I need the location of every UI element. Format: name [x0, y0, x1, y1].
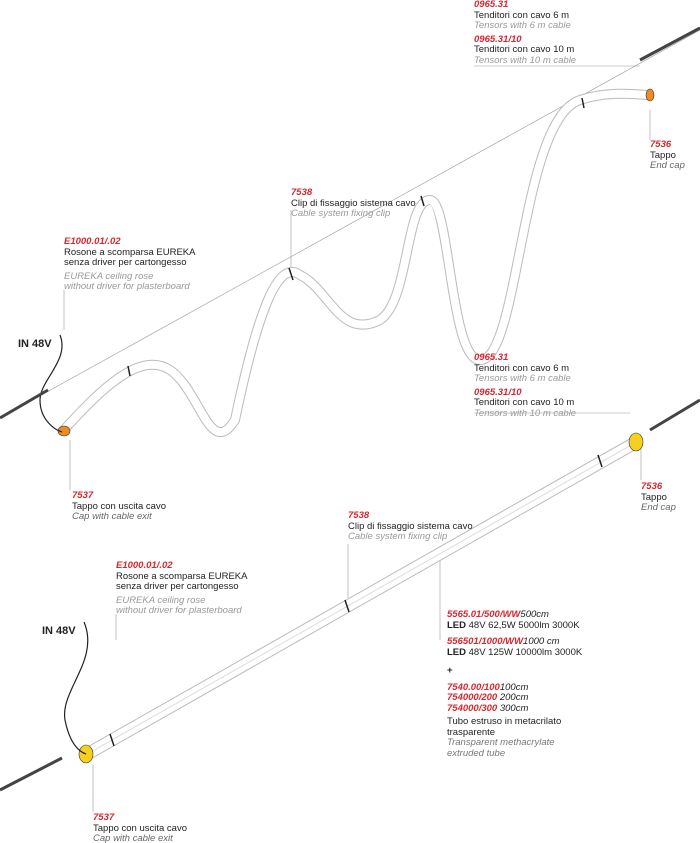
tube-desc-en: extruded tube: [447, 747, 506, 759]
tube-desc-en: Transparent methacrylate: [447, 737, 555, 748]
tube-option: 754000/200 200cm: [447, 692, 529, 703]
input-label-bottom: IN 48V: [42, 625, 76, 637]
tube-option: 754000/300 300cm: [447, 702, 529, 714]
tensor-left: [0, 756, 63, 792]
led-spec: LED 48V 62,5W 5000lm 3000K: [447, 619, 580, 631]
input-label-top: IN 48V: [18, 338, 52, 350]
tube-desc: trasparente: [447, 726, 496, 738]
tensor-right: [639, 26, 700, 62]
top-tube: [0, 26, 700, 438]
end-cap: [628, 432, 644, 452]
led-option: 5565.01/500/WW500cm: [447, 609, 549, 620]
tube-option: 7540.00/100100cm: [447, 681, 529, 693]
tube-desc: Tubo estruso in metacrilato: [447, 716, 562, 727]
clips: [109, 454, 603, 747]
power-cable: [64, 621, 89, 755]
end-cap: [645, 88, 655, 102]
plus-sign: +: [447, 665, 453, 676]
clips: [127, 97, 585, 377]
led-spec: LED 48V 125W 10000lm 3000K: [447, 646, 583, 658]
tensor-right: [649, 398, 700, 432]
tensor-left: [0, 388, 49, 420]
bottom-tube: [0, 398, 700, 792]
power-cable: [39, 334, 63, 433]
led-option: 556501/1000/WW1000 cm: [447, 636, 560, 647]
led-specs: 5565.01/500/WW500cm LED 48V 62,5W 5000lm…: [447, 609, 583, 759]
leader-lines: [0, 29, 700, 812]
